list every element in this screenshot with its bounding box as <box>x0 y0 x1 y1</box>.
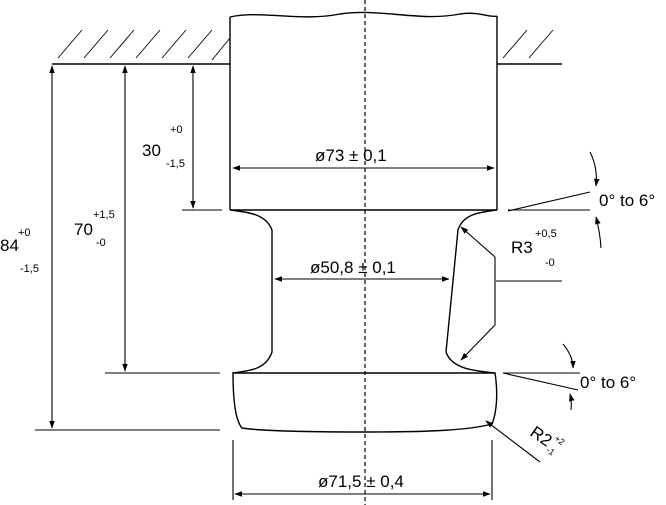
dim-30: 30 +0 -1,5 <box>142 124 185 170</box>
vertical-dimensions <box>49 65 196 429</box>
dim-70-value: 70 <box>74 220 93 239</box>
dim-84-tol-lower: -1,5 <box>20 263 39 275</box>
r2-leader <box>485 420 541 463</box>
extension-lines <box>35 191 591 500</box>
r3-label: R3 +0,5 -0 <box>511 228 557 269</box>
r3-tol-upper: +0,5 <box>535 228 557 240</box>
bottom-diameter-label: ø71,5 ± 0,4 <box>318 472 404 491</box>
angle-arrows <box>562 151 602 411</box>
dim-84: 84 +0 -1,5 <box>0 227 39 275</box>
r2-label: R2 +2 -1 <box>527 422 567 457</box>
ground-hatch-right <box>497 29 562 65</box>
dim-30-tol-lower: -1,5 <box>166 158 185 170</box>
r3-tol-lower: -0 <box>545 257 555 269</box>
top-diameter-label: ø73 ± 0,1 <box>315 146 387 165</box>
horizontal-dimensions <box>232 165 495 497</box>
dim-70-tol-lower: -0 <box>96 237 106 249</box>
r3-leaders <box>460 226 496 361</box>
r2-tol-upper: +2 <box>552 433 566 447</box>
ground-hatch-left <box>52 29 231 65</box>
lower-angle-label: 0° to 6° <box>580 373 636 392</box>
upper-angle-label: 0° to 6° <box>599 191 655 210</box>
part-outline <box>229 11 498 433</box>
dim-84-value: 84 <box>0 236 19 255</box>
dim-70-tol-upper: +1,5 <box>93 209 115 221</box>
neck-diameter-label: ø50,8 ± 0,1 <box>310 258 396 277</box>
r3-value: R3 <box>511 238 533 257</box>
dim-70: 70 +1,5 -0 <box>74 209 115 249</box>
dim-30-tol-upper: +0 <box>170 124 183 136</box>
dim-84-tol-upper: +0 <box>18 227 31 239</box>
dim-30-value: 30 <box>142 141 161 160</box>
